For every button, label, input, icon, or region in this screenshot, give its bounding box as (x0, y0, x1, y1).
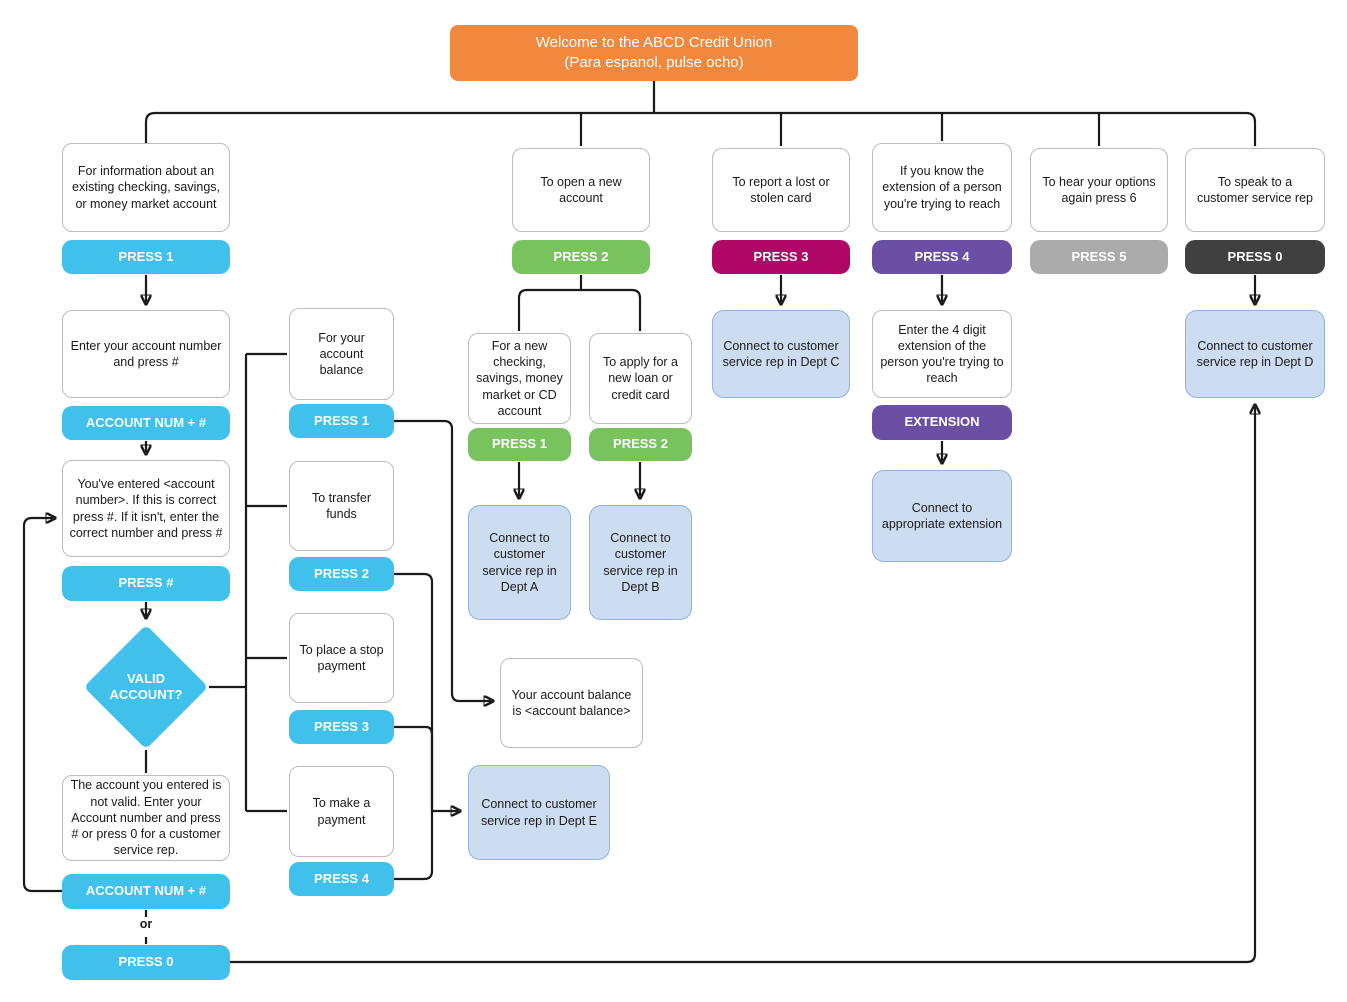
action-press-5: PRESS 5 (1030, 240, 1168, 274)
action-press-4: PRESS 4 (872, 240, 1012, 274)
result-dept-a: Connect to customer service rep in Dept … (468, 505, 571, 620)
action-newacct-press-2: PRESS 2 (589, 428, 692, 461)
action-transfer-press-2: PRESS 2 (289, 557, 394, 591)
action-newacct-press-1: PRESS 1 (468, 428, 571, 461)
prompt-account-balance: For your account balance (289, 308, 394, 400)
connector-merge-press2 (394, 572, 434, 811)
prompt-hear-options-again: To hear your options again press 6 (1030, 148, 1168, 232)
action-press-2: PRESS 2 (512, 240, 650, 274)
prompt-new-checking-savings: For a new checking, savings, money marke… (468, 333, 571, 424)
result-dept-e: Connect to customer service rep in Dept … (468, 765, 610, 860)
action-retry-account-num: ACCOUNT NUM + # (62, 874, 230, 909)
result-dept-d: Connect to customer service rep in Dept … (1185, 310, 1325, 398)
prompt-open-new-account: To open a new account (512, 148, 650, 232)
prompt-existing-account: For information about an existing checki… (62, 143, 230, 232)
prompt-enter-extension: Enter the 4 digit extension of the perso… (872, 310, 1012, 398)
result-dept-b: Connect to customer service rep in Dept … (589, 505, 692, 620)
prompt-new-loan-credit-card: To apply for a new loan or credit card (589, 333, 692, 424)
action-press-0-service: PRESS 0 (62, 945, 230, 980)
action-press-hash: PRESS # (62, 566, 230, 601)
decision-valid-account: VALID ACCOUNT? (83, 624, 209, 750)
action-stop-press-3: PRESS 3 (289, 710, 394, 744)
connector-trunk-right (654, 111, 1257, 146)
decision-valid-account-label: VALID ACCOUNT? (109, 670, 183, 702)
result-connect-extension: Connect to appropriate extension (872, 470, 1012, 562)
action-press-1: PRESS 1 (62, 240, 230, 274)
connector-retry-loop (22, 518, 62, 893)
prompt-lost-stolen-card: To report a lost or stolen card (712, 148, 850, 232)
action-press-3: PRESS 3 (712, 240, 850, 274)
prompt-make-payment: To make a payment (289, 766, 394, 857)
action-press-0: PRESS 0 (1185, 240, 1325, 274)
connector-trunk-left (144, 111, 654, 143)
prompt-enter-account-number: Enter your account number and press # (62, 310, 230, 398)
result-balance-readout: Your account balance is <account balance… (500, 658, 643, 748)
action-balance-press-1: PRESS 1 (289, 404, 394, 438)
prompt-stop-payment: To place a stop payment (289, 613, 394, 703)
action-extension: EXTENSION (872, 405, 1012, 440)
prompt-invalid-account: The account you entered is not valid. En… (62, 775, 230, 861)
result-dept-c: Connect to customer service rep in Dept … (712, 310, 850, 398)
action-account-num-hash: ACCOUNT NUM + # (62, 406, 230, 440)
prompt-confirm-account-number: You've entered <account number>. If this… (62, 460, 230, 557)
connector-newacct-right (581, 288, 642, 331)
prompt-speak-to-rep: To speak to a customer service rep (1185, 148, 1325, 232)
connector-newacct-left (517, 288, 581, 331)
connector-merge-press3 (394, 725, 434, 811)
welcome-banner: Welcome to the ABCD Credit Union (Para e… (450, 25, 858, 81)
connector-merge-press4 (394, 811, 434, 881)
prompt-transfer-funds: To transfer funds (289, 461, 394, 551)
or-label: or (139, 917, 153, 931)
prompt-know-extension: If you know the extension of a person yo… (872, 143, 1012, 232)
action-payment-press-4: PRESS 4 (289, 862, 394, 896)
